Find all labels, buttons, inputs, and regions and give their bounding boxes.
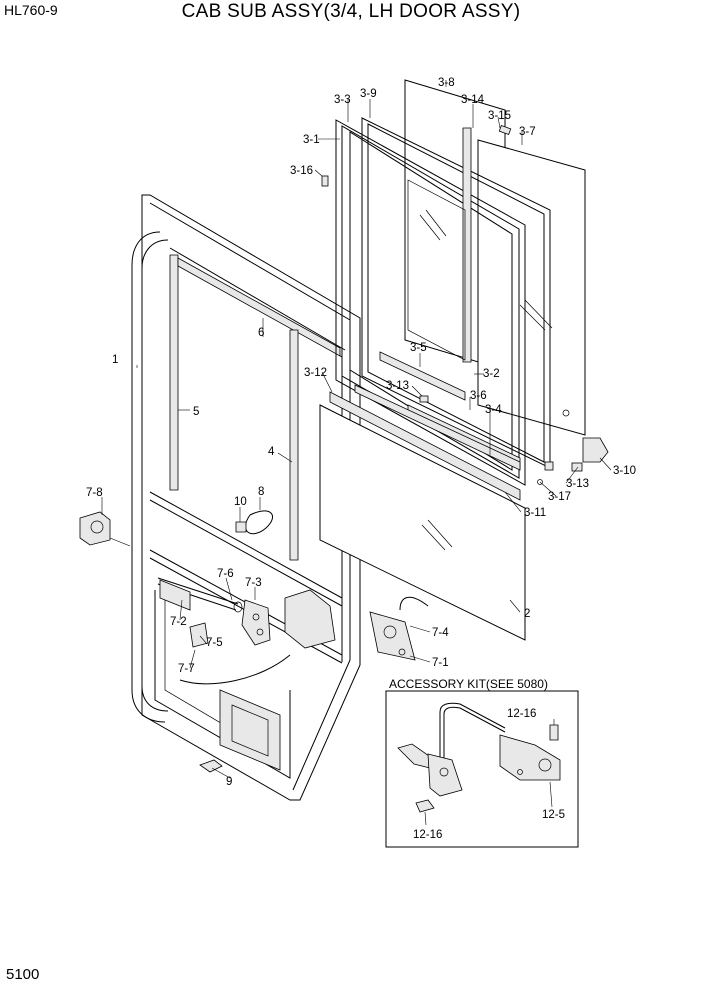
callout-3-5: 3-5 [410,342,427,354]
callout-3-10: 3-10 [613,465,636,477]
callout-3-1: 3-1 [303,134,320,146]
callout-7-4: 7-4 [432,627,449,639]
callout-3-14: 3-14 [461,94,485,106]
leader-lines [101,80,612,826]
callout-5: 5 [193,406,199,418]
callout-7-2: 7-2 [170,616,187,628]
model-code: HL760-9 [4,2,58,18]
callout-7-5: 7-5 [206,637,223,649]
accessory-kit-title: ACCESSORY KIT(SEE 5080) [389,677,548,691]
callout-3-15: 3-15 [488,110,511,122]
callout-2: 2 [524,608,530,620]
callout-3-11: 3-11 [524,507,546,519]
glass-channels [169,254,341,561]
callout-6: 6 [258,327,264,339]
page-title: CAB SUB ASSY(3/4, LH DOOR ASSY) [181,1,521,22]
callout-12-5: 12-5 [542,809,565,821]
lock-mechanism [79,510,429,773]
callout-3-7: 3-7 [519,126,536,138]
callout-3-13b: 3-13 [566,478,589,490]
callout-3-17: 3-17 [548,491,571,503]
callout-8: 8 [258,486,264,498]
callout-7-7: 7-7 [178,663,195,675]
callout-3-16: 3-16 [290,165,313,177]
window-frame-assy [319,79,609,641]
callout-7-3: 7-3 [245,577,262,589]
callout-7-6: 7-6 [217,568,234,580]
callout-3-12: 3-12 [304,367,327,379]
callout-12-16b: 12-16 [413,829,442,841]
callout-12-16a: 12-16 [507,708,536,720]
callout-labels: 3-8 3-9 3-3 3-14 3-15 3-7 3-1 3-16 6 3-5… [86,77,636,841]
callout-4: 4 [268,446,275,458]
callout-3-6: 3-6 [470,390,487,402]
callout-9: 9 [226,776,232,788]
accessory-kit: ACCESSORY KIT(SEE 5080) [385,677,579,848]
callout-1: 1 [112,354,118,366]
callout-7-8: 7-8 [86,487,103,499]
accessory-kit-box [385,690,579,848]
callout-3-4: 3-4 [485,404,502,416]
callout-3-9: 3-9 [360,88,377,100]
callout-3-3: 3-3 [334,94,351,106]
callout-3-2: 3-2 [483,368,500,380]
callout-10: 10 [234,496,247,508]
callout-3-13a: 3-13 [386,380,409,392]
callout-7-1: 7-1 [432,657,449,669]
callout-3-8: 3-8 [438,77,455,89]
page-number: 5100 [6,966,40,983]
